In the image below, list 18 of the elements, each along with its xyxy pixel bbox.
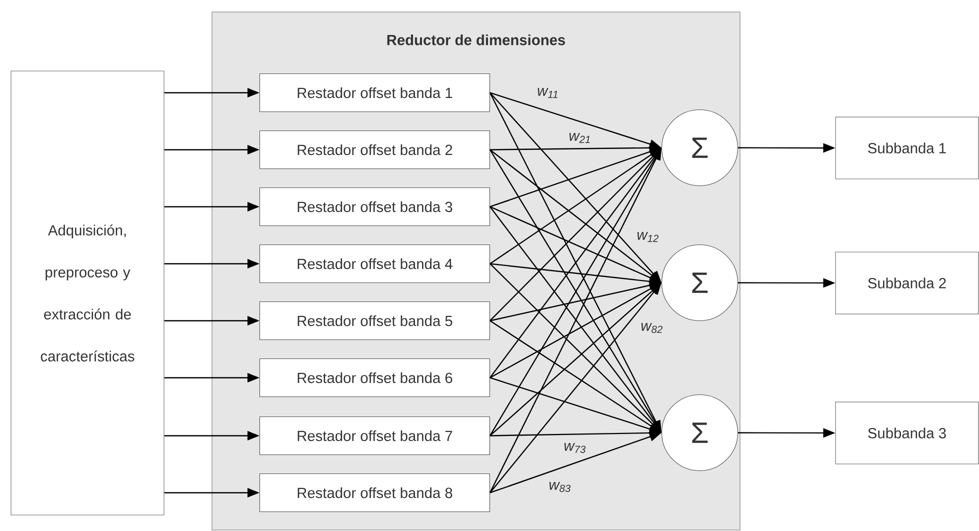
process-box: Restador offset banda 5 bbox=[259, 301, 490, 340]
edge-label: w$_{73}$ bbox=[564, 442, 586, 454]
output-box: Subbanda 1 bbox=[835, 116, 979, 180]
output-box: Subbanda 2 bbox=[835, 252, 979, 314]
edge-label: w$_{21}$ bbox=[569, 133, 590, 143]
output-box: Subbanda 3 bbox=[835, 402, 979, 464]
process-box: Restador offset banda 1 bbox=[259, 73, 490, 112]
process-box: Restador offset banda 4 bbox=[259, 244, 490, 283]
edge-label: w$_{11}$ bbox=[538, 88, 558, 98]
process-box: Restador offset banda 6 bbox=[259, 358, 490, 397]
process-box: Adquisición, preproceso y extracción de características bbox=[10, 70, 164, 516]
process-box: Restador offset banda 7 bbox=[259, 416, 490, 455]
edge-label: w$_{82}$ bbox=[641, 322, 663, 334]
edge-label: w$_{12}$ bbox=[637, 232, 659, 242]
process-box: Restador offset banda 3 bbox=[259, 187, 490, 226]
process-box: Restador offset banda 2 bbox=[259, 130, 490, 169]
edge-label: w$_{83}$ bbox=[549, 482, 571, 492]
process-box: Restador offset banda 8 bbox=[259, 473, 490, 512]
